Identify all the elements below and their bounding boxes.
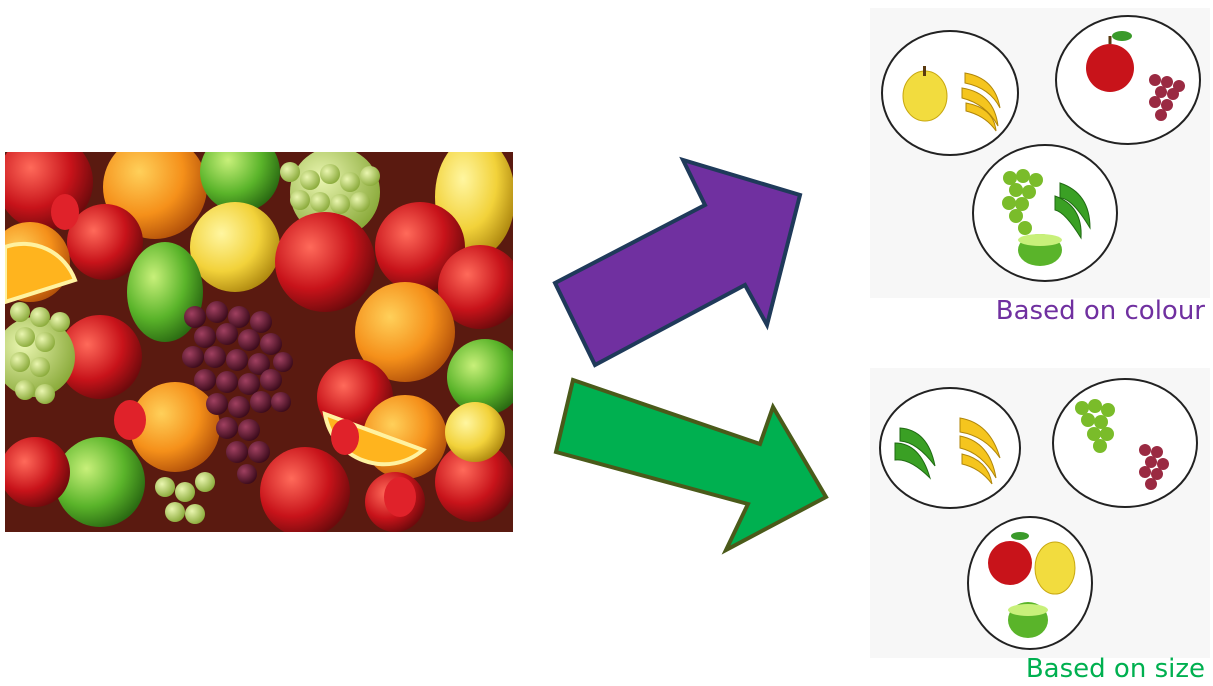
- size-caption: Based on size: [1026, 654, 1205, 684]
- colour-group-diagram: [870, 8, 1210, 298]
- red-fruit-circle: [1056, 16, 1200, 144]
- mixed-fruit-image: [5, 152, 513, 532]
- green-fruit-circle: [973, 145, 1117, 281]
- size-arrow: [548, 372, 833, 557]
- banana-circle: [880, 388, 1020, 508]
- colour-arrow-shape: [555, 160, 800, 365]
- colour-arrow: [545, 155, 815, 370]
- apples-circle: [968, 517, 1092, 649]
- grapes-circle: [1053, 379, 1197, 507]
- yellow-fruit-circle: [882, 31, 1018, 155]
- colour-caption: Based on colour: [996, 296, 1205, 326]
- size-group-diagram: [870, 368, 1210, 658]
- size-arrow-shape: [556, 380, 826, 550]
